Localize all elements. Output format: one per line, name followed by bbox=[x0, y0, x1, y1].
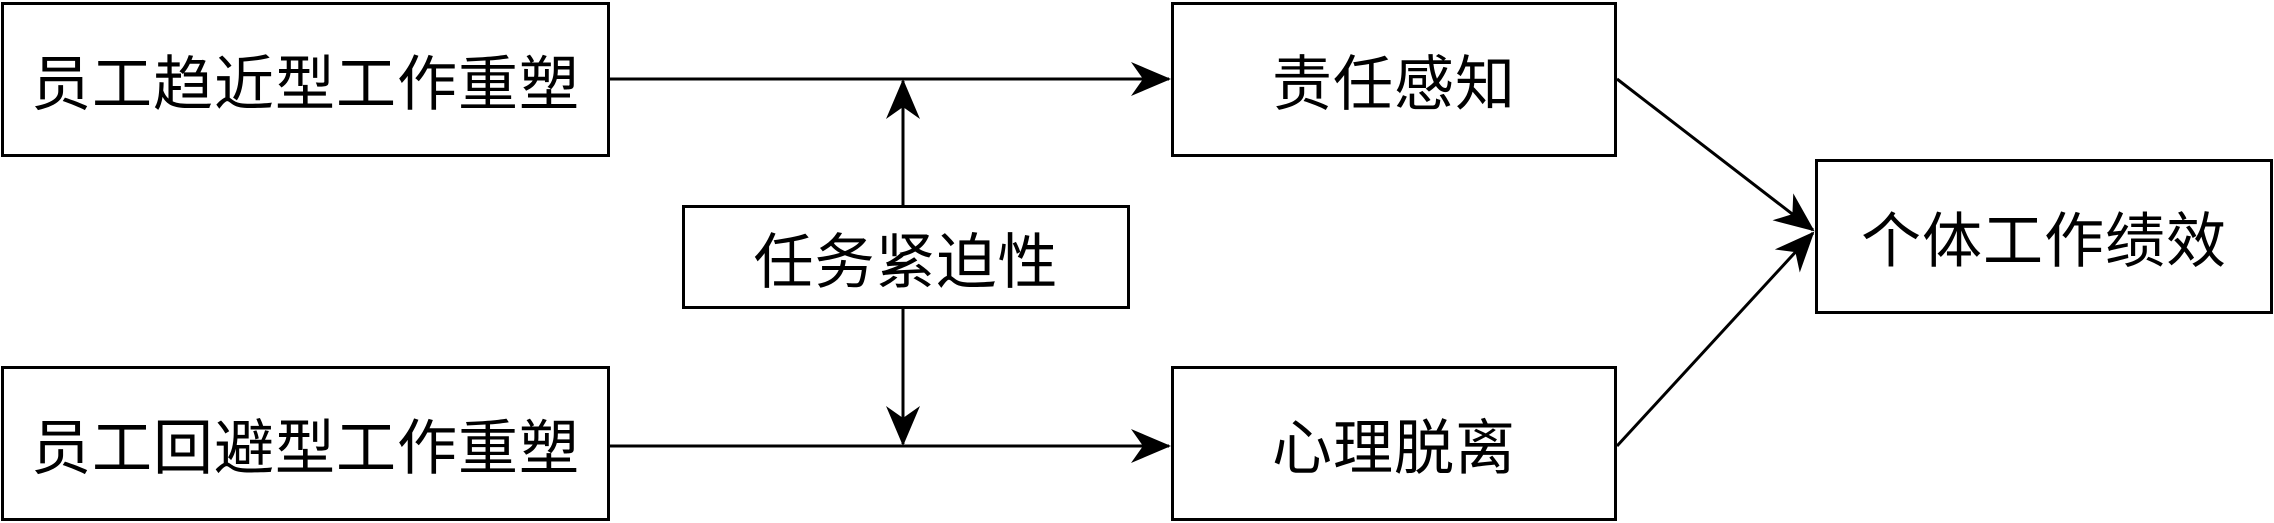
node-avoidance-job-crafting: 员工回避型工作重塑 bbox=[1, 366, 610, 521]
node-task-urgency: 任务紧迫性 bbox=[682, 205, 1130, 309]
arrow-responsibility-to-performance bbox=[1616, 77, 1815, 232]
node-approach-job-crafting: 员工趋近型工作重塑 bbox=[1, 2, 610, 157]
node-individual-job-performance: 个体工作绩效 bbox=[1815, 159, 2273, 314]
arrow-detachment-to-performance bbox=[1615, 231, 1815, 448]
node-psychological-detachment: 心理脱离 bbox=[1171, 366, 1617, 521]
node-felt-responsibility: 责任感知 bbox=[1171, 2, 1617, 157]
